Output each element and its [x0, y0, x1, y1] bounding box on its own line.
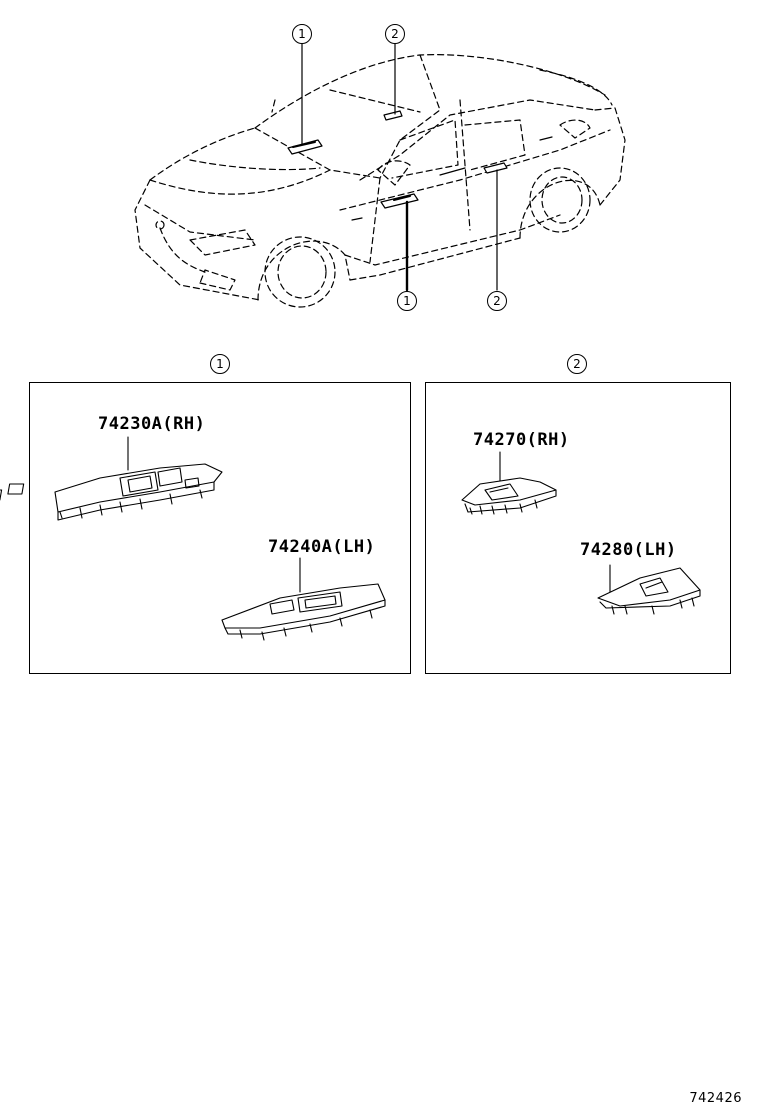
panel-rear-switches: [425, 382, 731, 674]
callout-2-bottom: 2: [487, 291, 507, 311]
part-number-74270: 74270(RH): [473, 430, 570, 450]
parts-illustration: [0, 436, 701, 641]
car-illustration: [134, 43, 626, 308]
part-number-74280: 74280(LH): [580, 540, 677, 560]
switch-bezel-74280: [597, 564, 701, 615]
figure-number: 742426: [689, 1091, 742, 1106]
panel-2-label: 2: [567, 354, 587, 374]
panel-1-label: 1: [210, 354, 230, 374]
switch-bezel-74270: [461, 451, 557, 515]
callout-2-top: 2: [385, 24, 405, 44]
panel-front-switches: [29, 382, 411, 674]
switch-bezel-74240A: [221, 557, 386, 641]
callout-1-bottom: 1: [397, 291, 417, 311]
switch-bezel-74230A: [0, 436, 223, 521]
part-number-74230A: 74230A(RH): [98, 414, 206, 434]
callout-1-top: 1: [292, 24, 312, 44]
part-number-74240A: 74240A(LH): [268, 537, 376, 557]
